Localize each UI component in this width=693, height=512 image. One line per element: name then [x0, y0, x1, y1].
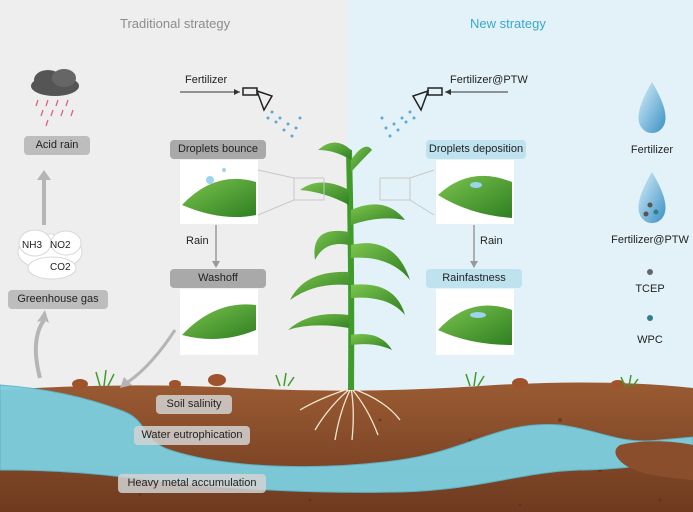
- soil-salinity-tag: Soil salinity: [156, 395, 232, 414]
- legend-fertilizer-ptw-label: Fertilizer@PTW: [611, 234, 689, 246]
- rain-label-right: Rain: [480, 235, 503, 247]
- roots: [299, 387, 401, 441]
- water-eutrophication-tag: Water eutrophication: [134, 426, 250, 445]
- inset-droplets-bounce: [180, 160, 258, 224]
- co2-label: CO2: [50, 262, 71, 273]
- legend-glyphs: [638, 82, 666, 321]
- droplets-bounce-tag: Droplets bounce: [170, 140, 266, 159]
- new-strategy-panel: [347, 0, 693, 390]
- traditional-strategy-heading: Traditional strategy: [120, 16, 231, 31]
- legend-tcep-label: TCEP: [635, 283, 665, 295]
- heavy-metal-accumulation-tag: Heavy metal accumulation: [118, 474, 266, 493]
- gas-cloud: [17, 229, 83, 280]
- greenhouse-gas-tag: Greenhouse gas: [8, 290, 108, 309]
- washoff-tag: Washoff: [170, 269, 266, 288]
- nh3-label: NH3: [22, 240, 43, 251]
- new-strategy-heading: New strategy: [470, 16, 546, 31]
- fertilizer-label: Fertilizer: [185, 74, 228, 86]
- corn-plant: [288, 142, 410, 391]
- legend-wpc-label: WPC: [637, 334, 663, 346]
- right-sprinkler: [380, 87, 508, 138]
- no2-label: NO2: [50, 240, 71, 251]
- droplets-deposition-tag: Droplets deposition: [426, 140, 526, 159]
- rocks: [72, 374, 625, 389]
- legend-fertilizer-label: Fertilizer: [630, 144, 674, 156]
- inset-washoff: [180, 289, 258, 355]
- rainfastness-tag: Rainfastness: [426, 269, 522, 288]
- rain-label-left: Rain: [186, 235, 209, 247]
- emission-arrows: [33, 170, 177, 388]
- inset-rainfastness: [436, 289, 514, 355]
- inset-droplets-deposition: [436, 160, 514, 224]
- fertilizer-ptw-label: Fertilizer@PTW: [450, 74, 528, 86]
- grass: [95, 369, 639, 387]
- left-sprinkler: [180, 87, 302, 138]
- acid-rain-tag: Acid rain: [24, 136, 90, 155]
- traditional-strategy-panel: [0, 0, 347, 390]
- rain-cloud: [31, 69, 79, 127]
